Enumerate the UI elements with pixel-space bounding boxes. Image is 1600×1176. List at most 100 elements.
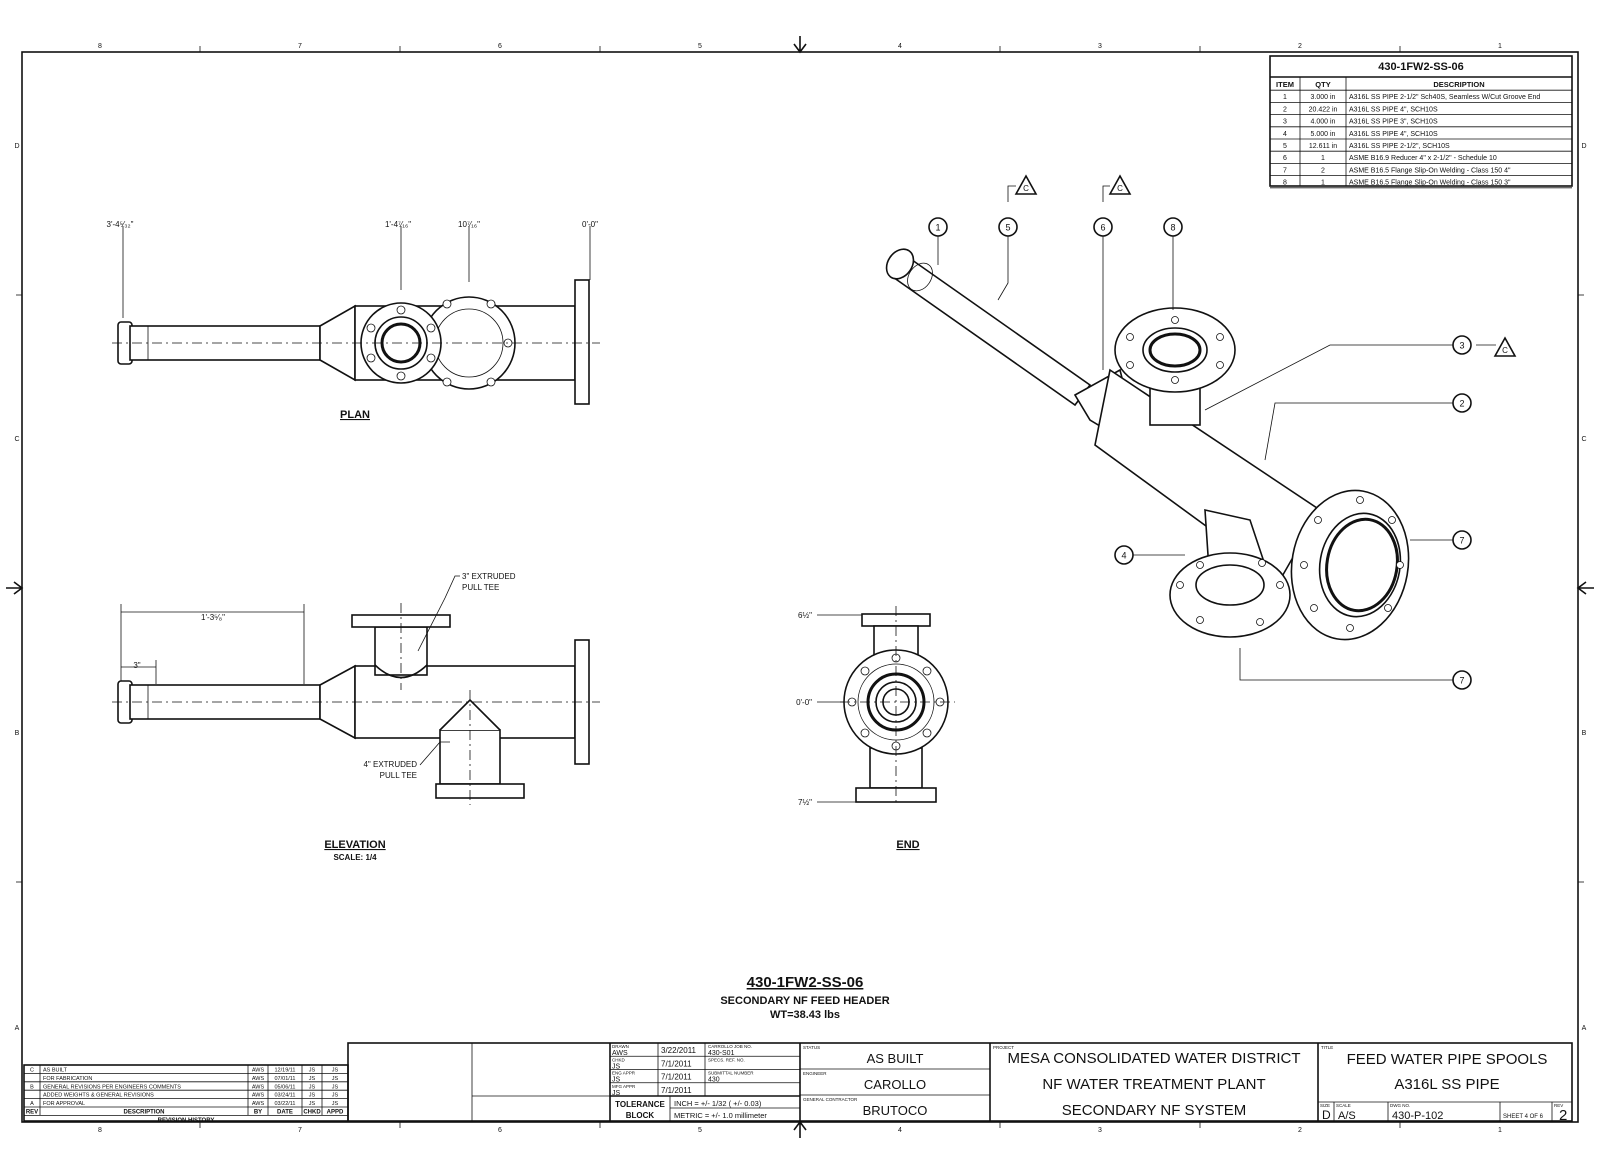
title-line-1: FEED WATER PIPE SPOOLS (1347, 1051, 1548, 1068)
elev-dim-2: 3" (133, 661, 140, 670)
engineer-label: ENGINEER (803, 1071, 827, 1076)
revision-header: APPD (327, 1110, 344, 1116)
item-balloon: 3 (1452, 335, 1472, 355)
ref-value: 430-S01 (708, 1050, 735, 1057)
zone-col-bottom: 1 (1498, 1127, 1502, 1134)
zone-col-top: 3 (1098, 43, 1102, 50)
bom-desc: ASME B16.5 Flange Slip-On Welding - Clas… (1349, 167, 1511, 174)
bom-item: 3 (1283, 119, 1287, 126)
end-dim-3: 7½" (798, 798, 812, 807)
zone-col-bottom: 2 (1298, 1127, 1302, 1134)
zone-row-right: C (1581, 436, 1586, 443)
sign-who: JS (612, 1063, 621, 1070)
zone-col-bottom: 5 (698, 1127, 702, 1134)
zone-col-top: 6 (498, 43, 502, 50)
svg-text:6: 6 (1100, 223, 1105, 233)
bom-item: 6 (1283, 155, 1287, 162)
item-balloon: 7 (1452, 670, 1472, 690)
zone-row-right: A (1582, 1025, 1587, 1032)
tolerance-inch: INCH = +/- 1/32 ( +/- 0.03) (674, 1099, 762, 1108)
sign-date: 7/1/2011 (661, 1073, 692, 1082)
bom-qty: 20.422 in (1309, 106, 1338, 113)
zone-col-top: 7 (298, 43, 302, 50)
revision-cell: JS (332, 1101, 339, 1107)
scale-label: SCALE (1336, 1103, 1351, 1108)
zone-col-bottom: 7 (298, 1127, 302, 1134)
zone-col-top: 8 (98, 43, 102, 50)
status-label: STATUS (803, 1045, 820, 1050)
center-mark-top (793, 36, 807, 54)
bom-header: ITEM (1276, 80, 1294, 89)
bom-desc: A316L SS PIPE 2-1/2" Sch40S, Seamless W/… (1349, 94, 1540, 101)
zone-col-bottom: 8 (98, 1127, 102, 1134)
revision-cell: JS (309, 1076, 316, 1082)
revision-cell: JS (332, 1093, 339, 1099)
drawing-title: 430-1FW2-SS-06 SECONDARY NF FEED HEADER … (720, 974, 889, 1021)
tolerance-label-1: TOLERANCE (615, 1100, 665, 1109)
svg-text:5: 5 (1005, 223, 1010, 233)
zone-col-bottom: 6 (498, 1127, 502, 1134)
contractor-label: GENERAL CONTRACTOR (803, 1097, 858, 1102)
sign-date: 3/22/2011 (661, 1046, 697, 1055)
project-line-1: MESA CONSOLIDATED WATER DISTRICT (1007, 1050, 1300, 1067)
item-balloon: 6 (1093, 217, 1113, 237)
svg-text:1: 1 (935, 223, 940, 233)
center-mark-right (1576, 581, 1594, 595)
ref-label: CARROLLO JOB NO. (708, 1044, 752, 1049)
svg-text:8: 8 (1170, 223, 1175, 233)
revision-cell: JS (332, 1076, 339, 1082)
bom-qty: 5.000 in (1311, 131, 1336, 138)
scale-value: A/S (1338, 1110, 1356, 1122)
revision-cell: GENERAL REVISIONS PER ENGINEERS COMMENTS (43, 1084, 181, 1090)
revision-cell: AWS (252, 1068, 265, 1074)
tolerance-label-2: BLOCK (626, 1111, 655, 1120)
bom-desc: ASME B16.5 Flange Slip-On Welding - Clas… (1349, 180, 1511, 187)
item-balloon: 7 (1452, 530, 1472, 550)
status-value: AS BUILT (867, 1051, 924, 1066)
elev-note-1b: PULL TEE (462, 583, 499, 592)
dwg-value: 430-P-102 (1392, 1110, 1443, 1122)
contractor-value: BRUTOCO (863, 1103, 928, 1118)
item-balloon: 8 (1163, 217, 1183, 237)
revision-footer: REVISION HISTORY (158, 1118, 215, 1124)
bom-qty: 12.611 in (1309, 143, 1337, 150)
drawing-weight: WT=38.43 lbs (770, 1009, 840, 1021)
revision-header: DATE (277, 1110, 293, 1116)
drawing-name: SECONDARY NF FEED HEADER (720, 995, 889, 1007)
plan-view: 3'-4⁵⁄₃₂" 1'-4⁷⁄₁₆" 10⁷⁄₁₆" 0'-0" (107, 220, 600, 421)
elev-note-2a: 4" EXTRUDED (363, 760, 417, 769)
plan-dim-3: 10⁷⁄₁₆" (458, 220, 480, 229)
bom-item: 4 (1283, 131, 1287, 138)
bom-item: 5 (1283, 143, 1287, 150)
dwg-label: DWG NO. (1390, 1103, 1410, 1108)
zone-col-bottom: 3 (1098, 1127, 1102, 1134)
svg-text:C: C (1117, 184, 1123, 193)
bom-item: 7 (1283, 167, 1287, 174)
revision-cell: 12/19/11 (274, 1068, 295, 1074)
zone-col-top: 2 (1298, 43, 1302, 50)
bom-desc: A316L SS PIPE 2-1/2", SCH10S (1349, 143, 1450, 150)
plan-dim-2: 1'-4⁷⁄₁₆" (385, 220, 411, 229)
zone-row-left: B (15, 730, 20, 737)
engineer-value: CAROLLO (864, 1077, 926, 1092)
revision-cell: JS (309, 1084, 316, 1090)
center-mark-left (6, 581, 24, 595)
ref-value: 430 (708, 1077, 720, 1084)
revision-flag: C (1014, 174, 1038, 195)
item-balloon: 2 (1452, 393, 1472, 413)
svg-text:C: C (1023, 184, 1029, 193)
revision-header: CHKD (303, 1110, 321, 1116)
sign-role: ENG APPR (612, 1071, 636, 1076)
tolerance-metric: METRIC = +/- 1.0 millimeter (674, 1111, 767, 1120)
revision-cell: ADDED WEIGHTS & GENERAL REVISIONS (43, 1093, 154, 1099)
sign-date: 7/1/2011 (661, 1086, 692, 1095)
revision-cell: 03/22/11 (274, 1101, 295, 1107)
end-dim-1: 6½" (798, 611, 812, 620)
revision-cell: FOR FABRICATION (43, 1076, 92, 1082)
revision-cell: JS (332, 1084, 339, 1090)
revision-cell: C (30, 1068, 34, 1074)
item-balloon: 1 (928, 217, 948, 237)
